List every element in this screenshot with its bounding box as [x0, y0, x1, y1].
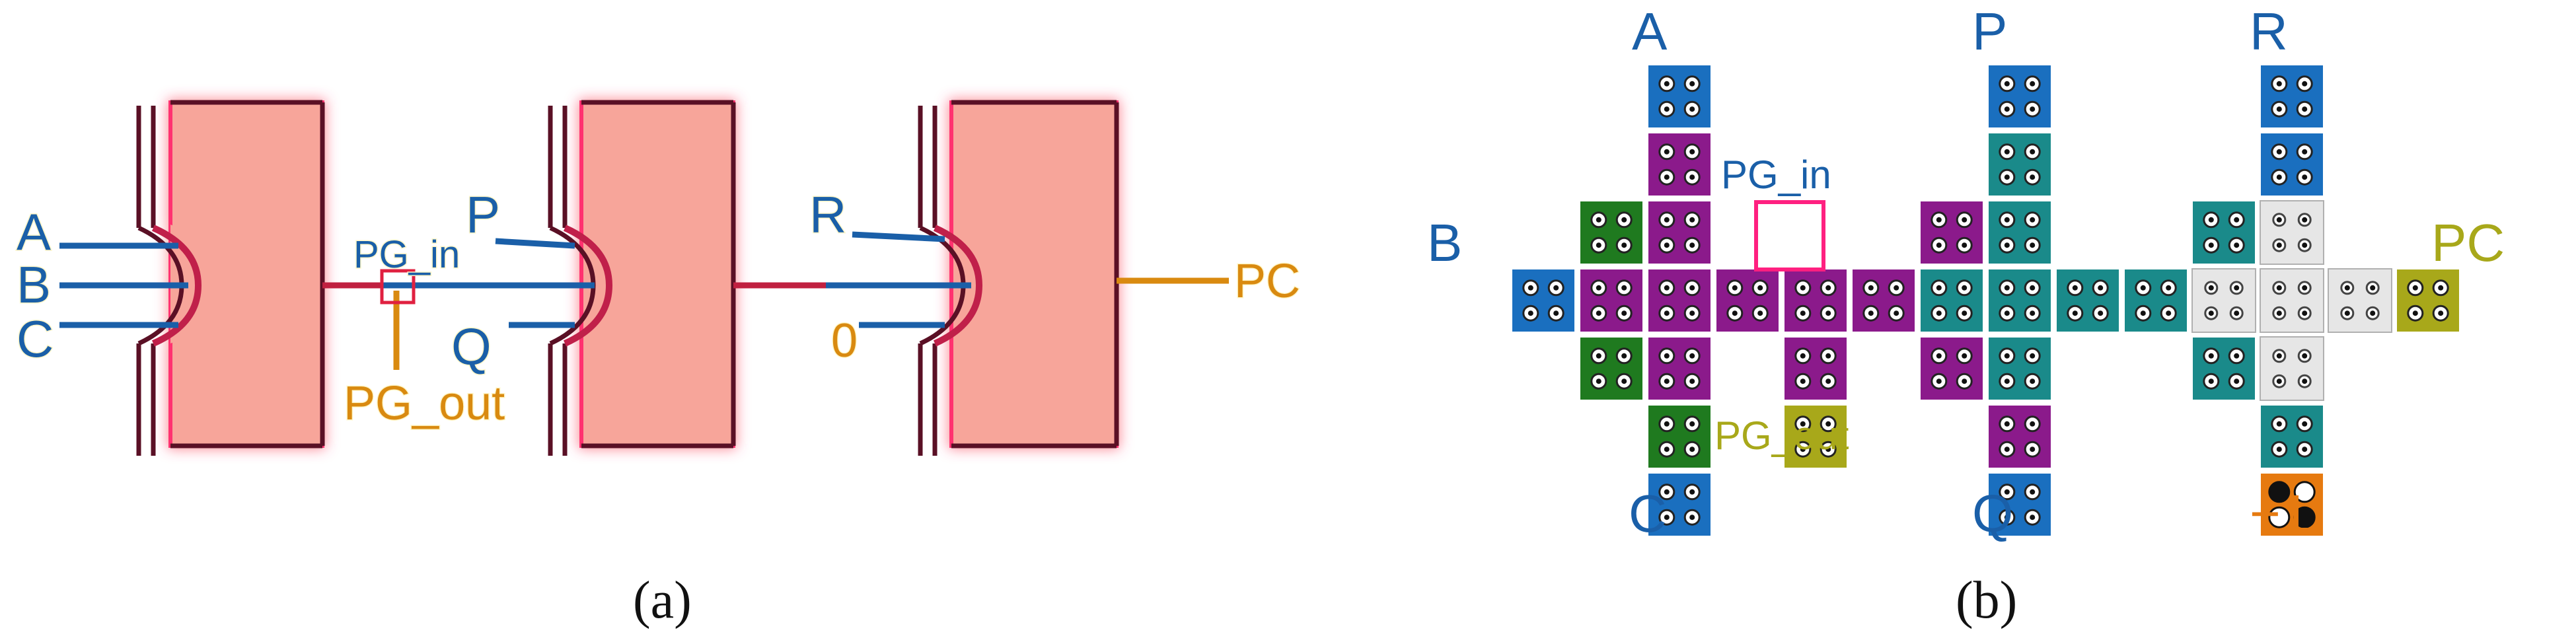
pg-out-label: PG_out [344, 377, 505, 430]
input-label-b: B [17, 256, 51, 314]
qca-cell [2260, 200, 2324, 265]
grid-label-p: P [1972, 2, 2007, 61]
input-label-c: C [17, 310, 54, 368]
output-label-pc: PC [1234, 255, 1300, 308]
qca-cell [2123, 268, 2188, 333]
grid-label-pg-out: PG_out [1714, 413, 1849, 458]
gate-2-input-wires [495, 238, 575, 328]
qca-cell [1579, 200, 1644, 265]
qca-cell [1987, 404, 2052, 469]
input-label-p: P [466, 186, 500, 244]
panel-b [1511, 64, 2460, 537]
qca-cell [1987, 268, 2052, 333]
qca-cell [1987, 64, 2052, 129]
qca-cell [2260, 64, 2324, 129]
grid-label-r: R [2250, 2, 2288, 61]
input-label-a: A [17, 203, 51, 261]
qca-cell [1579, 268, 1644, 333]
qca-cell [2191, 268, 2256, 333]
gate-1-input-wires [59, 242, 188, 328]
qca-cell [1783, 404, 1848, 469]
qca-cell [2396, 268, 2460, 333]
grid-label-c: C [1629, 484, 1667, 543]
qca-cell [2260, 132, 2324, 197]
panel-a: A B C P Q R PG_in PG_out 0 PC (a) [16, 100, 1302, 629]
pg-in-label: PG_in [353, 233, 460, 276]
qca-cell [2260, 404, 2324, 469]
qca-cell [2191, 336, 2256, 401]
grid-label-q: Q [1972, 484, 2013, 543]
qca-cell [1987, 472, 2052, 537]
qca-cell [1987, 132, 2052, 197]
qca-cell [1647, 268, 1712, 333]
qca-cell [2260, 472, 2324, 537]
qca-cell [1647, 132, 1712, 197]
qca-cell [1647, 200, 1712, 265]
qca-cell [1511, 268, 1576, 333]
grid-label-pg-in: PG_in [1721, 153, 1831, 197]
pg-in-cell-marker [1754, 200, 1825, 271]
gate-3-input-wires [852, 231, 945, 328]
qca-cell [1783, 268, 1848, 333]
caption-a: (a) [633, 571, 692, 629]
qca-cell [1987, 336, 2052, 401]
qca-cell [1987, 200, 2052, 265]
grid-label-a: A [1632, 2, 1668, 61]
qca-cell [2191, 200, 2256, 265]
majority-gate-2 [579, 100, 735, 448]
qca-cell [1851, 268, 1916, 333]
grid-label-minus-one: −1 [2250, 484, 2310, 543]
input-label-q: Q [451, 318, 492, 376]
qca-cell [1919, 336, 1984, 401]
caption-b: (b) [1956, 571, 2017, 629]
qca-cell [1647, 404, 1712, 469]
qca-cell [1579, 336, 1644, 401]
qca-cell [1919, 268, 1984, 333]
majority-gate-1 [168, 100, 324, 448]
qca-cell [1647, 472, 1712, 537]
qca-cell [1783, 336, 1848, 401]
qca-cell [2260, 336, 2324, 401]
qca-cell [2328, 268, 2392, 333]
input-label-r: R [809, 186, 846, 244]
qca-cell [1919, 200, 1984, 265]
qca-cell [1715, 268, 1780, 333]
qca-cell [1647, 336, 1712, 401]
pg-in-marker [380, 269, 416, 304]
constant-zero-label: 0 [831, 314, 858, 367]
grid-label-pc: PC [2431, 213, 2505, 272]
qca-cell [1647, 64, 1712, 129]
qca-cell [2055, 268, 2120, 333]
grid-label-b: B [1427, 213, 1462, 272]
qca-cell [2260, 268, 2324, 333]
